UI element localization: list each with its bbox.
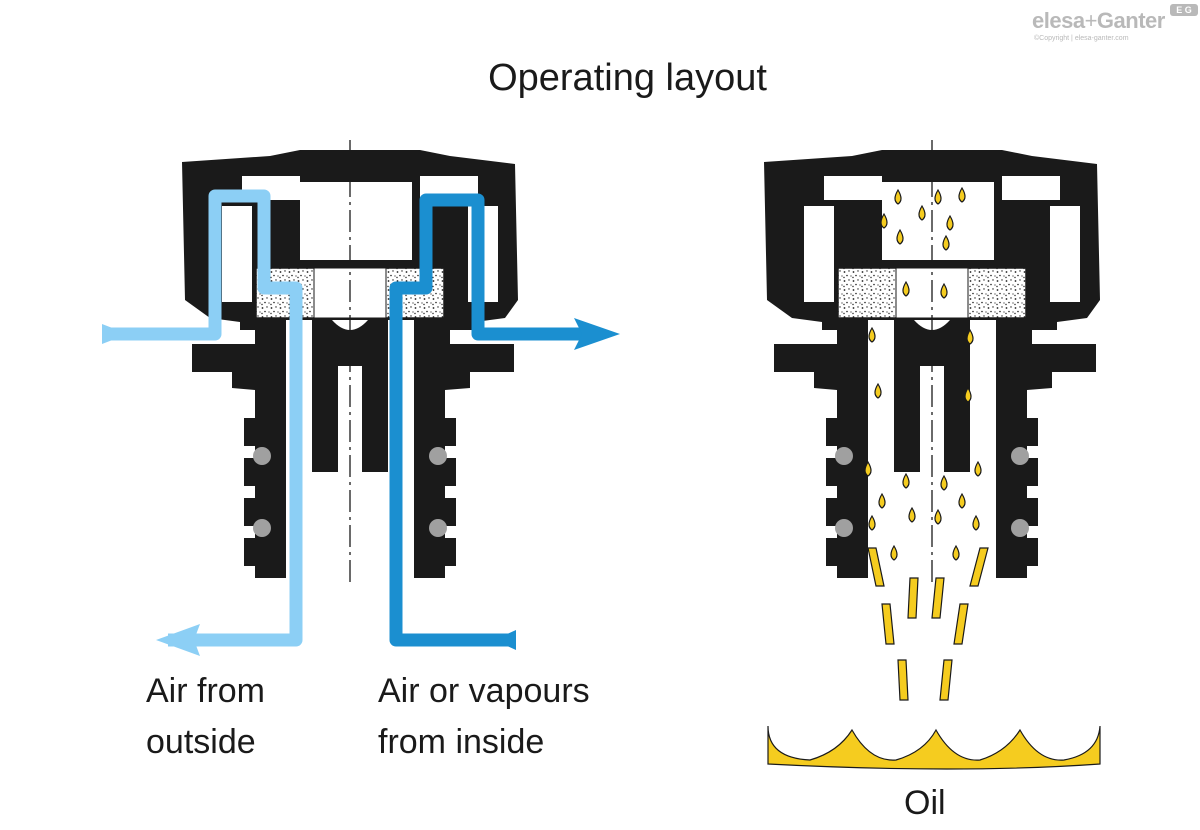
- label-air-from-outside-line2: outside: [146, 723, 256, 761]
- brand-plus: +: [1084, 8, 1098, 33]
- outside-air-arrowhead: [156, 624, 200, 656]
- brand-copyright: ©Copyright | elesa-ganter.com: [1034, 35, 1129, 42]
- oil-droplets: [864, 186, 982, 561]
- label-air-from-inside-line2: from inside: [378, 723, 545, 761]
- outside-air-tail-arrow: [102, 324, 128, 344]
- label-air-from-inside: Air or vapours from inside: [378, 666, 590, 768]
- label-air-from-inside-line1: Air or vapours: [378, 672, 590, 710]
- inside-air-arrowhead: [574, 318, 620, 350]
- inside-air-flow: [389, 193, 620, 650]
- brand-logo: elesa+Ganter E G ©Copyright | elesa-gant…: [1032, 4, 1198, 46]
- brand-name-elesa: elesa: [1032, 8, 1085, 33]
- label-oil: Oil: [904, 784, 946, 822]
- inside-air-tail-arrow: [494, 630, 516, 650]
- oil-drip-streaks: [867, 547, 989, 701]
- brand-badge: E G: [1170, 4, 1198, 16]
- brand-name-ganter: Ganter: [1096, 8, 1165, 33]
- label-air-from-outside: Air from outside: [146, 666, 265, 768]
- label-air-from-outside-line1: Air from: [146, 672, 265, 710]
- oil-surface: [767, 725, 1101, 770]
- brand-wordmark: elesa+Ganter: [1032, 8, 1165, 34]
- outside-air-flow: [102, 189, 303, 656]
- diagram-title: Operating layout: [488, 57, 767, 99]
